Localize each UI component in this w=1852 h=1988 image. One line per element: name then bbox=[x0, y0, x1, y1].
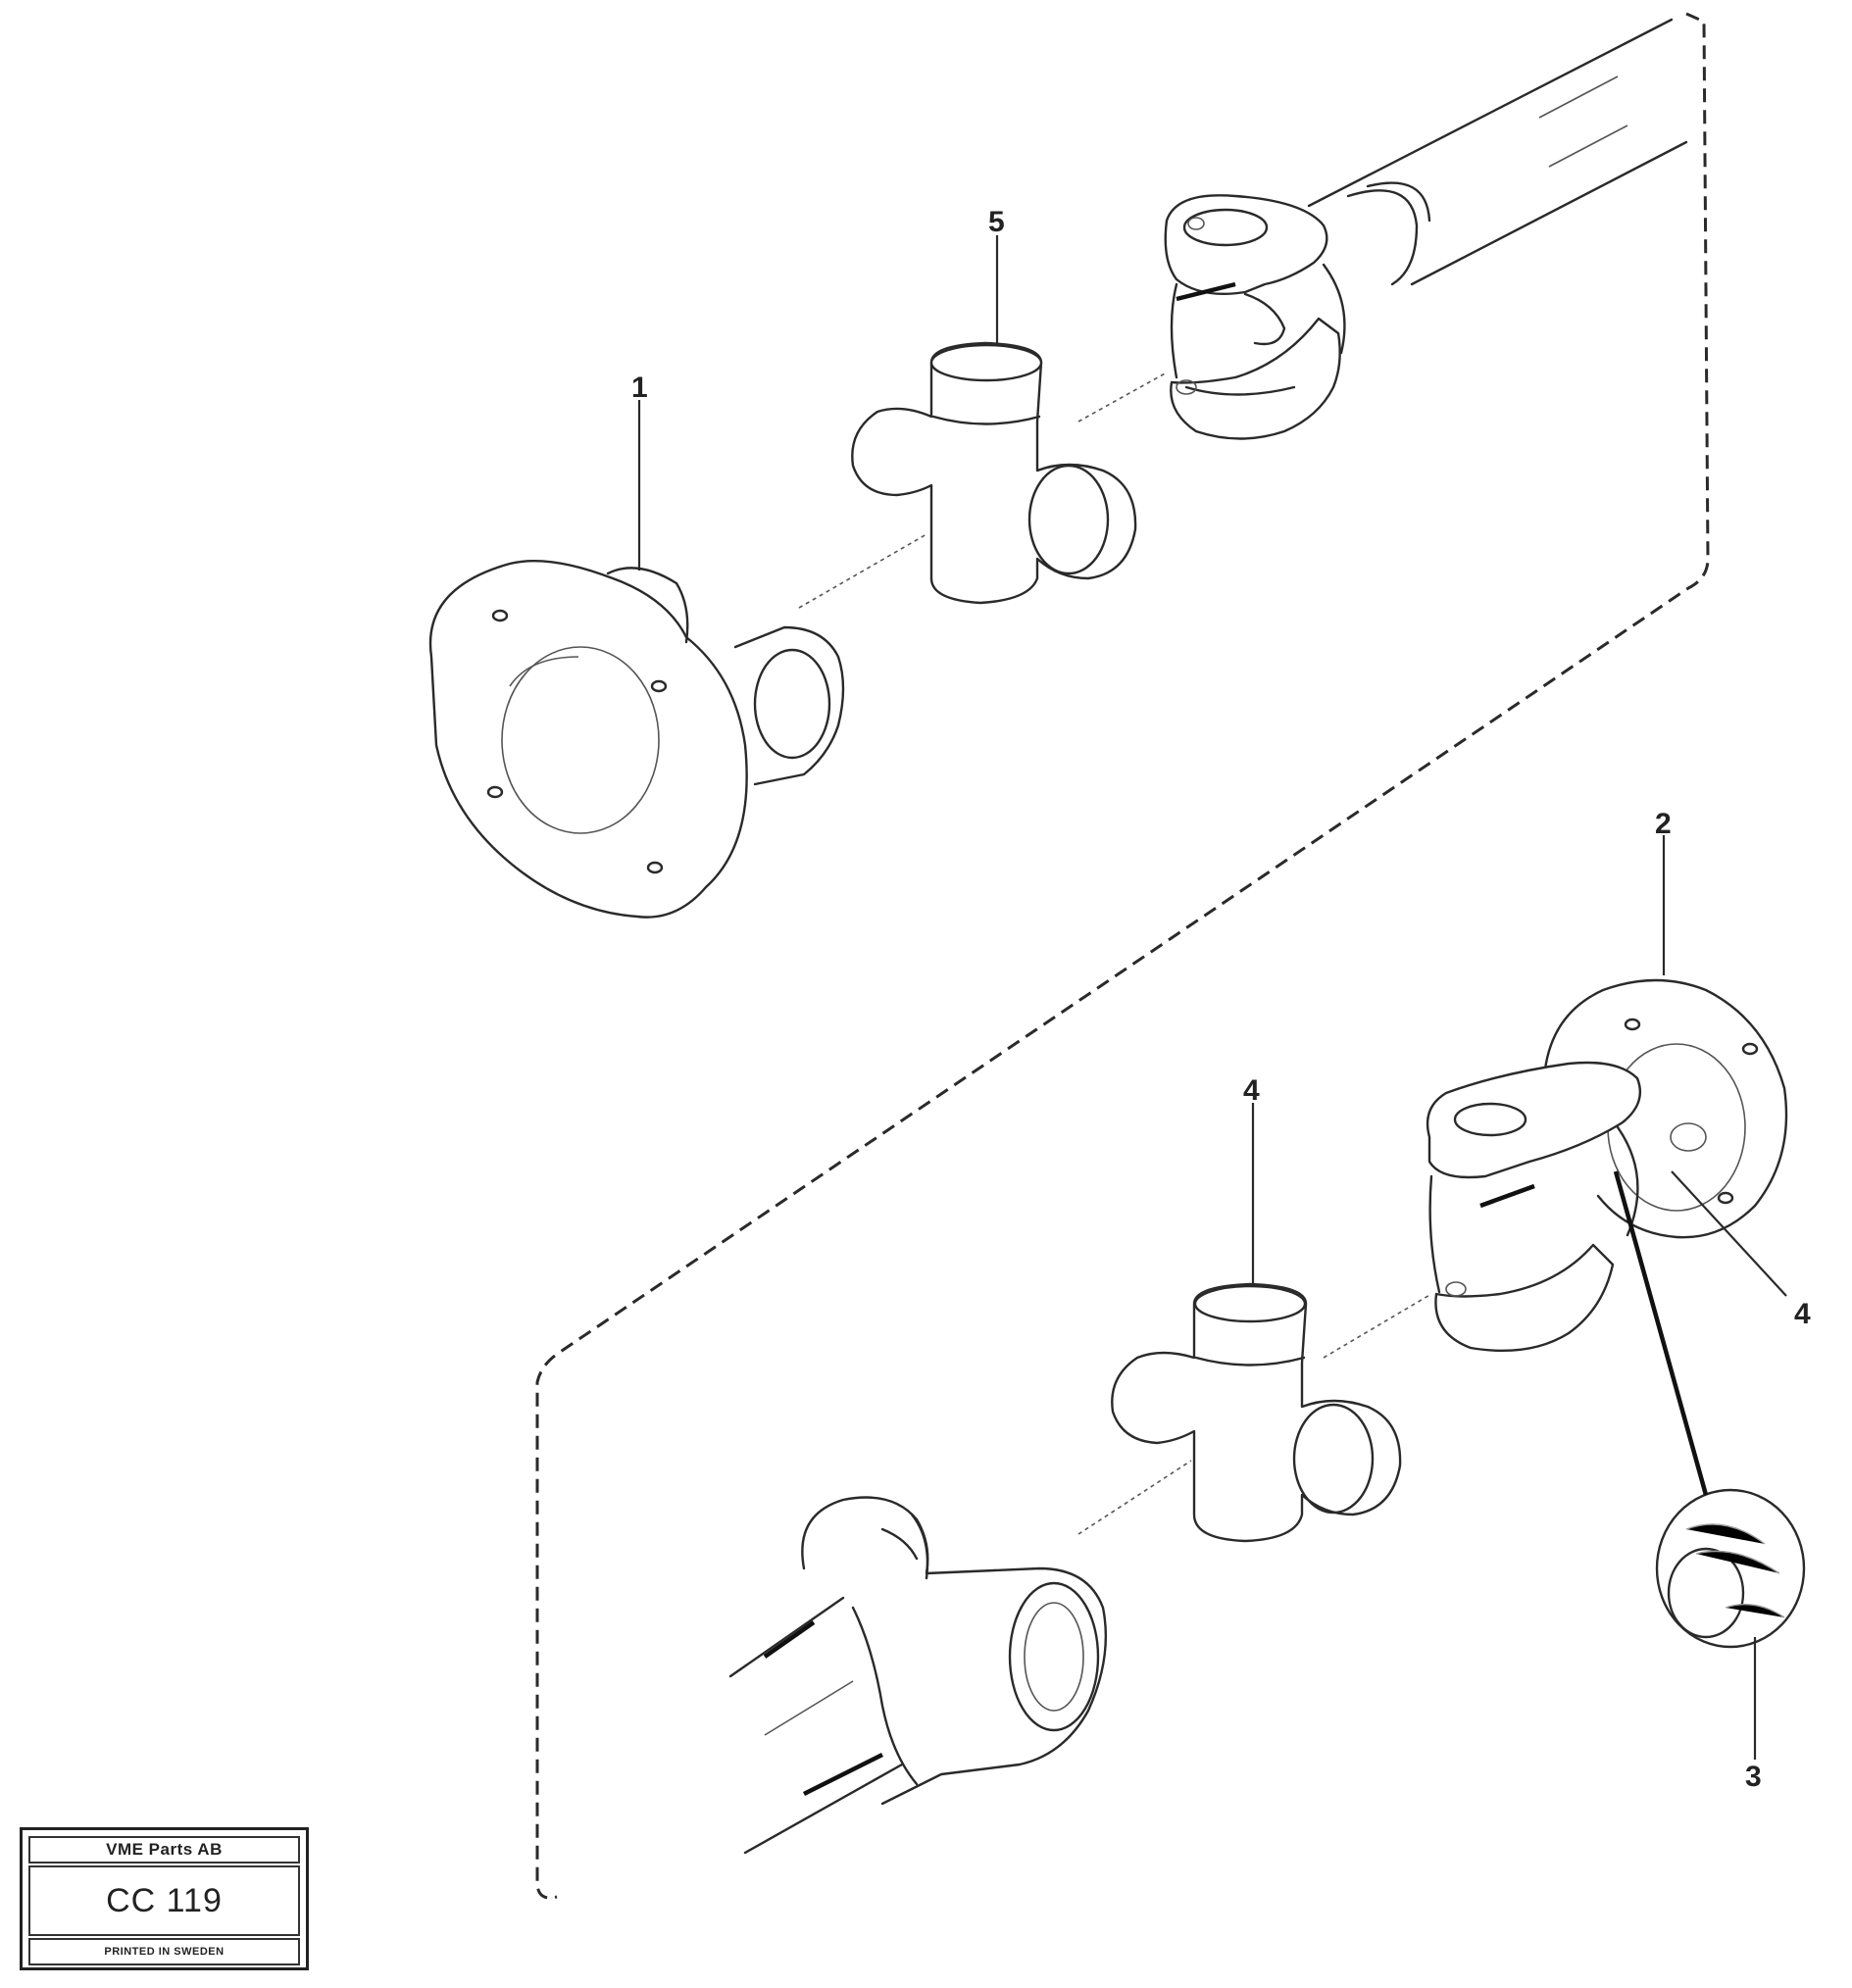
dust-cap bbox=[1655, 1488, 1806, 1649]
title-stamp: VME Parts AB CC 119 PRINTED IN SWEDEN bbox=[20, 1827, 309, 1970]
callout-4-left: 4 bbox=[1243, 1074, 1260, 1107]
callout-1: 1 bbox=[631, 372, 648, 404]
leader-3-thick bbox=[1613, 1170, 1709, 1496]
flange-yoke-lower bbox=[1542, 978, 1788, 1239]
callout-5: 5 bbox=[988, 206, 1005, 238]
leader-4-right bbox=[1671, 1170, 1787, 1297]
callout-4-right: 4 bbox=[1794, 1298, 1811, 1330]
callout-2: 2 bbox=[1655, 808, 1672, 840]
stamp-company: VME Parts AB bbox=[28, 1836, 300, 1864]
flange-yoke bbox=[428, 559, 845, 919]
slip-yoke-lower bbox=[728, 1496, 1108, 1855]
universal-joint-cross-upper bbox=[851, 341, 1137, 605]
stamp-code: CC 119 bbox=[28, 1865, 300, 1936]
yoke-arms-lower-right bbox=[1426, 1061, 1642, 1353]
callout-3: 3 bbox=[1745, 1761, 1762, 1793]
universal-joint-cross-lower bbox=[1111, 1282, 1402, 1543]
stamp-origin: PRINTED IN SWEDEN bbox=[28, 1938, 300, 1965]
propeller-shaft-upper bbox=[1307, 18, 1688, 286]
shaft-yoke-upper bbox=[1164, 194, 1346, 440]
assembly-boundary-dashed bbox=[535, 12, 1710, 1900]
